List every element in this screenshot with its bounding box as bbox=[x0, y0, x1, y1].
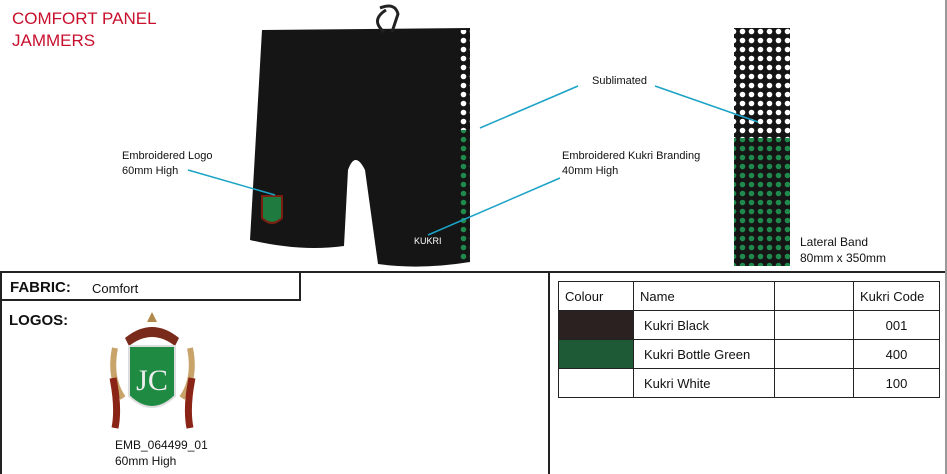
kukri-logo: KUKRI bbox=[414, 236, 442, 246]
blank-cell bbox=[774, 310, 854, 340]
callout-sublimated: Sublimated bbox=[592, 75, 648, 87]
title-line-1: COMFORT PANEL bbox=[12, 9, 157, 28]
divider bbox=[0, 271, 947, 273]
header-blank bbox=[774, 281, 854, 311]
colour-code: 001 bbox=[853, 310, 940, 340]
logo-details: EMB_064499_01 60mm High bbox=[115, 437, 208, 469]
colour-swatch bbox=[558, 368, 634, 398]
colour-swatch bbox=[558, 310, 634, 340]
logo-size: 60mm High bbox=[115, 454, 177, 468]
table-row: Kukri White 100 bbox=[558, 368, 940, 398]
callout-text: 60mm High bbox=[122, 165, 179, 177]
callout-text: Lateral Band bbox=[800, 235, 869, 249]
colour-code: 400 bbox=[853, 339, 940, 369]
fabric-box: FABRIC: Comfort bbox=[0, 271, 301, 301]
callout-lines bbox=[187, 85, 759, 236]
logo-code: EMB_064499_01 bbox=[115, 438, 208, 452]
crest-on-shorts bbox=[261, 195, 283, 224]
fabric-label: FABRIC: bbox=[10, 279, 71, 296]
callout-embroidered-logo: Embroidered Logo 60mm High bbox=[122, 149, 213, 179]
blank-cell bbox=[774, 368, 854, 398]
header-colour: Colour bbox=[558, 281, 634, 311]
callout-text: Embroidered Kukri Branding bbox=[562, 150, 701, 162]
divider bbox=[0, 271, 2, 474]
callout-text: 40mm High bbox=[562, 165, 619, 177]
colour-code: 100 bbox=[853, 368, 940, 398]
logos-label: LOGOS: bbox=[9, 312, 69, 329]
table-header-row: Colour Name Kukri Code bbox=[558, 281, 940, 311]
table-row: Kukri Bottle Green 400 bbox=[558, 339, 940, 369]
colour-name: Kukri White bbox=[633, 368, 775, 398]
divider bbox=[548, 271, 550, 474]
divider bbox=[945, 0, 947, 474]
jammers-shorts bbox=[250, 4, 470, 267]
header-code: Kukri Code bbox=[853, 281, 940, 311]
table-row: Kukri Black 001 bbox=[558, 310, 940, 340]
colour-swatch bbox=[558, 339, 634, 369]
callout-text: 80mm x 350mm bbox=[800, 251, 887, 265]
lateral-band bbox=[734, 28, 790, 266]
garment-illustration: KUKRI bbox=[187, 4, 790, 267]
club-crest-logo: JC bbox=[109, 312, 196, 429]
page-title: COMFORT PANEL JAMMERS bbox=[12, 8, 157, 52]
header-name: Name bbox=[633, 281, 775, 311]
colour-name: Kukri Black bbox=[633, 310, 775, 340]
callout-text: Embroidered Logo bbox=[122, 150, 213, 162]
callout-lateral-band: Lateral Band 80mm x 350mm bbox=[800, 234, 886, 266]
blank-cell bbox=[774, 339, 854, 369]
colour-name: Kukri Bottle Green bbox=[633, 339, 775, 369]
crest-initials: JC bbox=[136, 364, 168, 397]
title-line-2: JAMMERS bbox=[12, 31, 96, 50]
callout-kukri-branding: Embroidered Kukri Branding 40mm High bbox=[562, 149, 700, 179]
fabric-value: Comfort bbox=[92, 281, 139, 296]
colour-table: Colour Name Kukri Code Kukri Black 001 K… bbox=[558, 281, 940, 398]
